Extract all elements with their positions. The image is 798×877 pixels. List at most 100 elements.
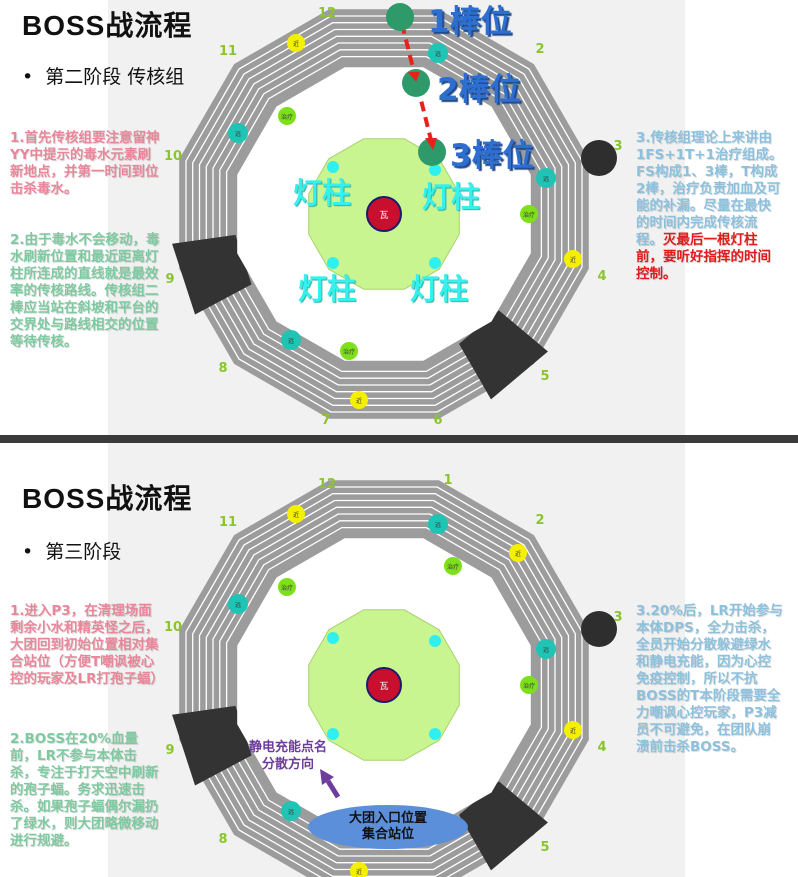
lamp-pillar [429,728,441,740]
clock-number-7: 7 [321,413,330,428]
far-marker [428,514,448,534]
clock-number-3: 3 [613,610,622,625]
far-marker-label: 远 [435,50,441,58]
clock-number-1: 1 [443,473,452,488]
gather-line1: 大团入口位置 [348,811,427,826]
heal-marker [278,107,296,125]
heal-marker [444,557,462,575]
lamp-label: 灯柱 [293,176,352,210]
note-2: 2.BOSS在20%血量前，LR不参与本体击杀，专注于打天空中刷新的孢子蝠。务求… [10,731,159,849]
far-marker [281,801,301,821]
far-marker-label: 远 [288,808,294,816]
black-orb [581,611,617,647]
static-charge-line1: 静电充能点名 [248,740,327,755]
note-3-text: 3.传核组理论上来讲由1FS+1T+1治疗组成。FS构成1、3棒，T构成2棒，治… [636,130,783,248]
heal-marker-label: 治疗 [523,682,535,690]
lamp-pillar [429,164,441,176]
note-2: 2.由于毒水不会移动，毒水刷新位置和最近距离灯柱所连成的直线就是最效率的传核路线… [10,232,160,350]
clock-number-10: 10 [164,620,182,635]
heal-marker-label: 治疗 [447,563,459,571]
clock-number-4: 4 [597,269,606,284]
near-marker-label: 近 [356,397,362,405]
slide-bullet: 第三阶段 [22,537,121,564]
boss-marker [366,196,402,232]
boss-label: 瓦 [379,681,388,692]
clock-number-6: 6 [433,413,442,428]
ring-stripe [192,22,576,406]
clock-number-12: 12 [318,477,336,492]
clock-number-12: 12 [318,6,336,21]
near-marker [564,721,582,739]
clock-number-3: 3 [613,139,622,154]
far-marker [428,43,448,63]
ring-stripe [192,493,576,877]
ring-stripe [212,42,556,386]
far-marker-label: 远 [235,130,241,138]
slide-title: BOSS战流程 [22,10,193,41]
lamp-pillar [327,161,339,173]
position-1-label: 1棒位 [428,4,512,40]
heal-marker [278,578,296,596]
lamp-pillar [429,635,441,647]
raid-gather-ellipse: 大团入口位置集合站位 [308,805,468,849]
ring-stripe [198,499,570,871]
near-marker-label: 近 [293,511,299,519]
near-marker-label: 近 [515,550,521,558]
heal-marker [520,205,538,223]
ramp-block [459,781,548,871]
position-2-marker [402,69,430,97]
slide-separator [0,435,798,443]
heal-marker-label: 治疗 [281,113,293,121]
note-3-warning: 灭最后一根灯柱前，要听好指挥的时间控制。 [636,232,771,282]
near-marker [287,505,305,523]
ring-stripe [212,513,556,857]
lamp-pillar [327,728,339,740]
far-marker [228,594,248,614]
lamp-label: 灯柱 [298,272,357,306]
clock-number-9: 9 [165,743,174,758]
position-1-marker [386,3,414,31]
far-marker-label: 远 [543,646,549,654]
heal-marker-label: 治疗 [343,348,355,356]
near-marker-label: 近 [293,40,299,48]
far-marker [228,123,248,143]
slide-bullet: 第二阶段 传核组 [22,62,184,89]
clock-number-10: 10 [164,149,182,164]
ring-stripe [205,35,563,393]
near-marker [350,391,368,409]
boss-marker [366,667,402,703]
clock-number-2: 2 [535,513,544,528]
clock-number-8: 8 [218,361,227,376]
heal-marker-label: 治疗 [281,584,293,592]
near-marker [350,862,368,877]
ramp-block [172,705,252,786]
far-marker [536,168,556,188]
heal-marker [340,342,358,360]
boss-label: 瓦 [379,210,388,221]
clock-number-2: 2 [535,42,544,57]
ring-stripe [198,28,570,400]
clock-number-5: 5 [540,369,549,384]
ramp-block [172,234,252,315]
note-1: 1.首先传核组要注意留神YY中提示的毒水元素刷新地点，并第一时间到位击杀毒水。 [10,130,160,197]
near-marker-label: 近 [356,868,362,876]
far-marker [536,639,556,659]
near-marker [564,250,582,268]
far-marker-label: 远 [543,175,549,183]
note-3: 3.20%后，LR开始参与本体DPS，全力击杀，全员开始分散躲避绿水和静电充能，… [636,603,783,755]
black-orb [581,140,617,176]
clock-number-9: 9 [165,272,174,287]
position-3-marker [418,138,446,166]
slide-title: BOSS战流程 [22,483,193,514]
heal-marker-label: 治疗 [523,211,535,219]
lamp-pillar [327,632,339,644]
position-3-label: 3棒位 [450,138,534,174]
far-marker-label: 远 [235,601,241,609]
arrow-head [425,138,437,150]
heal-marker [520,676,538,694]
static-charge-label: 静电充能点名分散方向 [238,739,338,773]
